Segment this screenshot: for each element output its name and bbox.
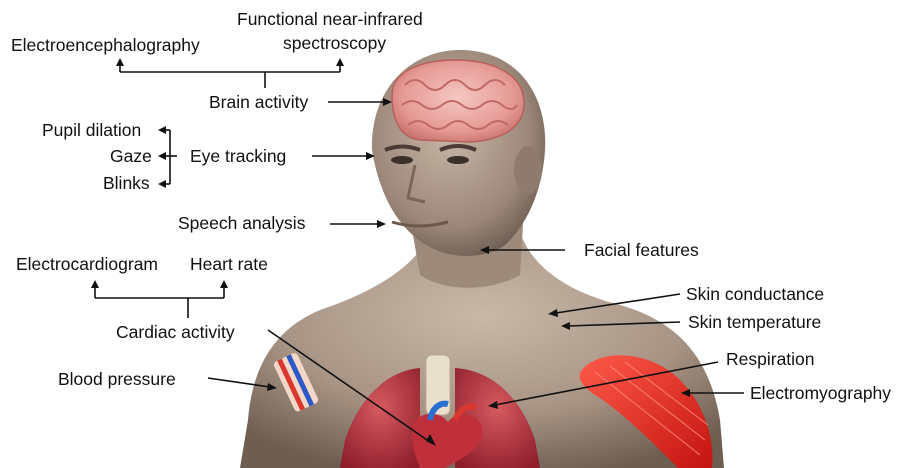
label-skin-temperature: Skin temperature (688, 314, 821, 332)
ear-shape (514, 146, 542, 194)
label-facial-features: Facial features (584, 242, 699, 260)
label-gaze: Gaze (110, 148, 152, 166)
label-cardiac-activity: Cardiac activity (116, 324, 235, 342)
label-pupil-dilation: Pupil dilation (42, 122, 141, 140)
label-speech-analysis: Speech analysis (178, 215, 305, 233)
label-fnirs-line1: Functional near-infrared (237, 11, 423, 29)
label-eeg: Electroencephalography (11, 37, 200, 55)
label-fnirs-line2: spectroscopy (283, 35, 386, 53)
label-electromyography: Electromyography (750, 385, 891, 403)
label-blinks: Blinks (103, 175, 150, 193)
label-skin-conductance: Skin conductance (686, 286, 824, 304)
label-respiration: Respiration (726, 351, 815, 369)
label-heart-rate: Heart rate (190, 256, 268, 274)
label-blood-pressure: Blood pressure (58, 371, 176, 389)
label-brain-activity: Brain activity (209, 94, 308, 112)
label-electrocardiogram: Electrocardiogram (16, 256, 158, 274)
label-eye-tracking: Eye tracking (190, 148, 286, 166)
